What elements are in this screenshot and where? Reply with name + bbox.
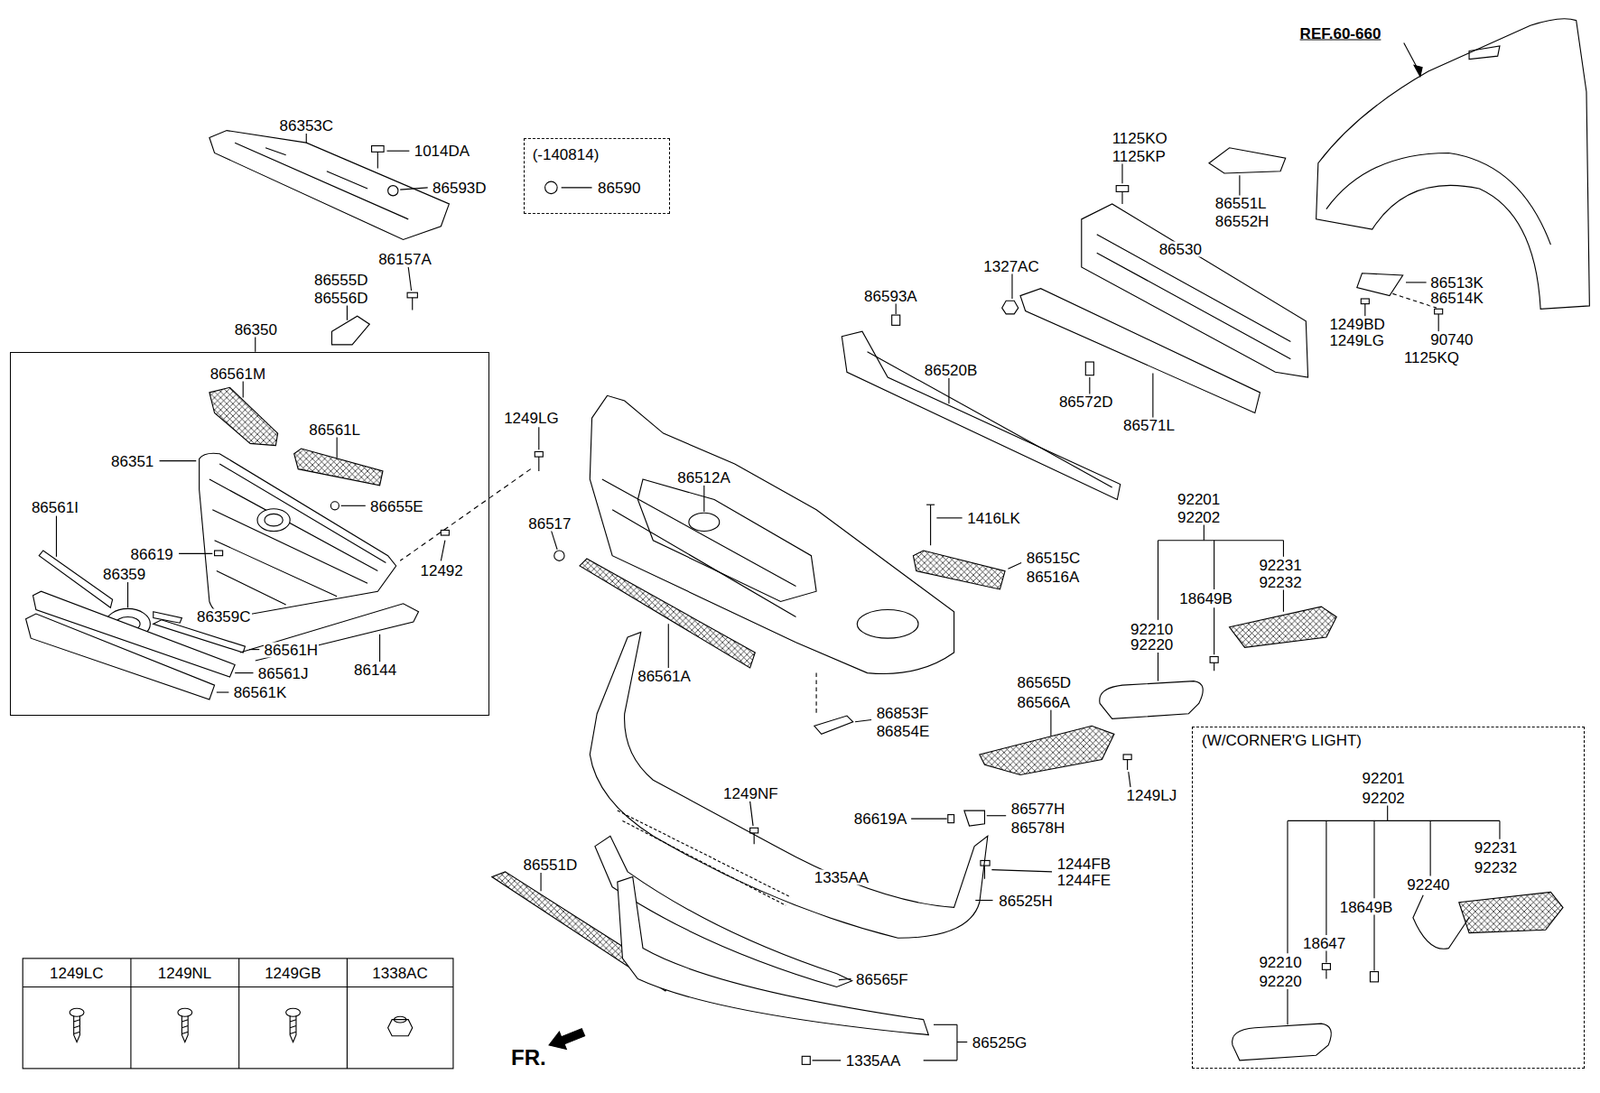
- callout-number: 86530: [1158, 241, 1203, 257]
- callout-number: 86520B: [923, 362, 979, 379]
- callout-number: 86572D: [1058, 394, 1115, 410]
- fastener-table: [22, 958, 454, 1070]
- callout-number: 86590: [596, 179, 642, 196]
- callout-number: 86593A: [863, 288, 919, 304]
- group-heading: (W/CORNER'G LIGHT): [1200, 733, 1363, 749]
- callout-number: 86516A: [1025, 568, 1081, 585]
- callout-number: 86555D: [313, 271, 370, 288]
- callout-number: 86551D: [522, 857, 579, 874]
- callout-number: 92231: [1257, 558, 1303, 574]
- callout-number: 86552H: [1214, 213, 1271, 230]
- callout-number: 92202: [1361, 790, 1406, 806]
- table-cell: 1338AC: [371, 966, 428, 982]
- callout-number: 86561L: [307, 421, 362, 438]
- callout-number: 1125KP: [1111, 148, 1167, 164]
- callout-number: 92201: [1361, 771, 1406, 787]
- callout-number: 1125KQ: [1403, 349, 1461, 365]
- callout-number: 12492: [418, 562, 464, 578]
- callout-number: 1249LG: [502, 410, 560, 427]
- cornering-lamp: [1232, 804, 1563, 1061]
- callout-number: 86571L: [1122, 418, 1176, 434]
- callout-number: 86561I: [30, 499, 80, 515]
- callout-number: 92232: [1473, 859, 1518, 875]
- callout-number: 92202: [1176, 509, 1221, 525]
- callout-number: 86551L: [1214, 195, 1268, 211]
- radiator-grille: [26, 380, 544, 700]
- callout-number: 86561H: [263, 641, 320, 658]
- bumper-beam: [841, 148, 1308, 501]
- callout-number: 18649B: [1339, 899, 1395, 915]
- group-heading: 86350: [233, 321, 279, 337]
- callout-number: 86561A: [636, 669, 692, 685]
- callout-number: 86565F: [855, 971, 910, 987]
- callout-number: 92232: [1257, 575, 1303, 591]
- callout-number: 86565D: [1016, 675, 1073, 691]
- callout-number: 86593D: [431, 179, 488, 196]
- callout-number: 18647: [1302, 936, 1347, 952]
- callout-number: 86561J: [257, 665, 310, 681]
- callout-number: 86853F: [875, 705, 931, 721]
- callout-number: 86517: [527, 515, 572, 531]
- callout-number: 86619A: [853, 811, 909, 828]
- callout-number: 1244FB: [1056, 856, 1113, 873]
- callout-number: 1014DA: [413, 143, 471, 159]
- callout-number: 86525G: [971, 1034, 1029, 1051]
- callout-number: 90740: [1429, 332, 1474, 348]
- lower-bumper: [492, 632, 1052, 1065]
- callout-number: 1244FE: [1056, 873, 1113, 889]
- callout-number: 86578H: [1010, 819, 1067, 836]
- group-heading: (-140814): [531, 146, 601, 162]
- callout-number: 86619: [130, 546, 175, 562]
- callout-number: 1249NF: [722, 786, 779, 802]
- callout-number: 92210: [1257, 954, 1303, 970]
- group-box: 86350: [9, 352, 490, 717]
- cover-and-clips: [209, 130, 671, 353]
- callout-number: 86144: [353, 662, 398, 679]
- callout-number: 86525H: [997, 893, 1054, 909]
- callout-number: 86359: [102, 567, 147, 583]
- callout-number: 92240: [1405, 876, 1451, 893]
- callout-number: 86515C: [1025, 550, 1082, 567]
- callout-number: 86577H: [1010, 801, 1067, 818]
- table-cell: 1249NL: [157, 966, 214, 982]
- callout-number: 1327AC: [982, 258, 1040, 274]
- callout-number: 86359C: [195, 608, 252, 624]
- callout-number: 1249LG: [1328, 333, 1386, 349]
- callout-number: 86561K: [232, 685, 289, 701]
- callout-number: 86353C: [279, 118, 335, 134]
- table-cell: 1249GB: [263, 966, 322, 982]
- callout-number: 1335AA: [813, 869, 871, 885]
- callout-number: 86514K: [1429, 289, 1485, 306]
- callout-number: 86556D: [313, 289, 370, 306]
- fender: [1316, 18, 1591, 332]
- callout-number: 92231: [1473, 840, 1518, 856]
- callout-number: 86513K: [1429, 275, 1485, 291]
- table-cell: 1249LC: [48, 966, 105, 982]
- callout-number: 86561M: [209, 365, 267, 382]
- callout-number: 1416LK: [966, 511, 1022, 527]
- callout-number: 86512A: [676, 469, 732, 485]
- callout-number: 86157A: [377, 251, 433, 268]
- direction-mark: FR.: [510, 1047, 548, 1070]
- callout-number: 1335AA: [845, 1053, 903, 1070]
- reference-note: REF.60-660: [1299, 26, 1383, 42]
- callout-number: 92220: [1257, 974, 1303, 990]
- callout-number: 86351: [110, 453, 155, 469]
- callout-number: 18649B: [1178, 591, 1234, 607]
- callout-number: 86566A: [1016, 694, 1072, 710]
- callout-number: 1125KO: [1111, 130, 1169, 146]
- callout-number: 1249BD: [1328, 316, 1386, 333]
- callout-number: 86854E: [875, 724, 931, 740]
- dashed-group-box: (-140814): [523, 138, 671, 215]
- callout-number: 92201: [1176, 491, 1221, 507]
- callout-number: 1249LJ: [1125, 788, 1179, 804]
- callout-number: 92220: [1129, 637, 1174, 653]
- callout-number: 86655E: [369, 498, 425, 514]
- callout-number: 92210: [1129, 622, 1174, 638]
